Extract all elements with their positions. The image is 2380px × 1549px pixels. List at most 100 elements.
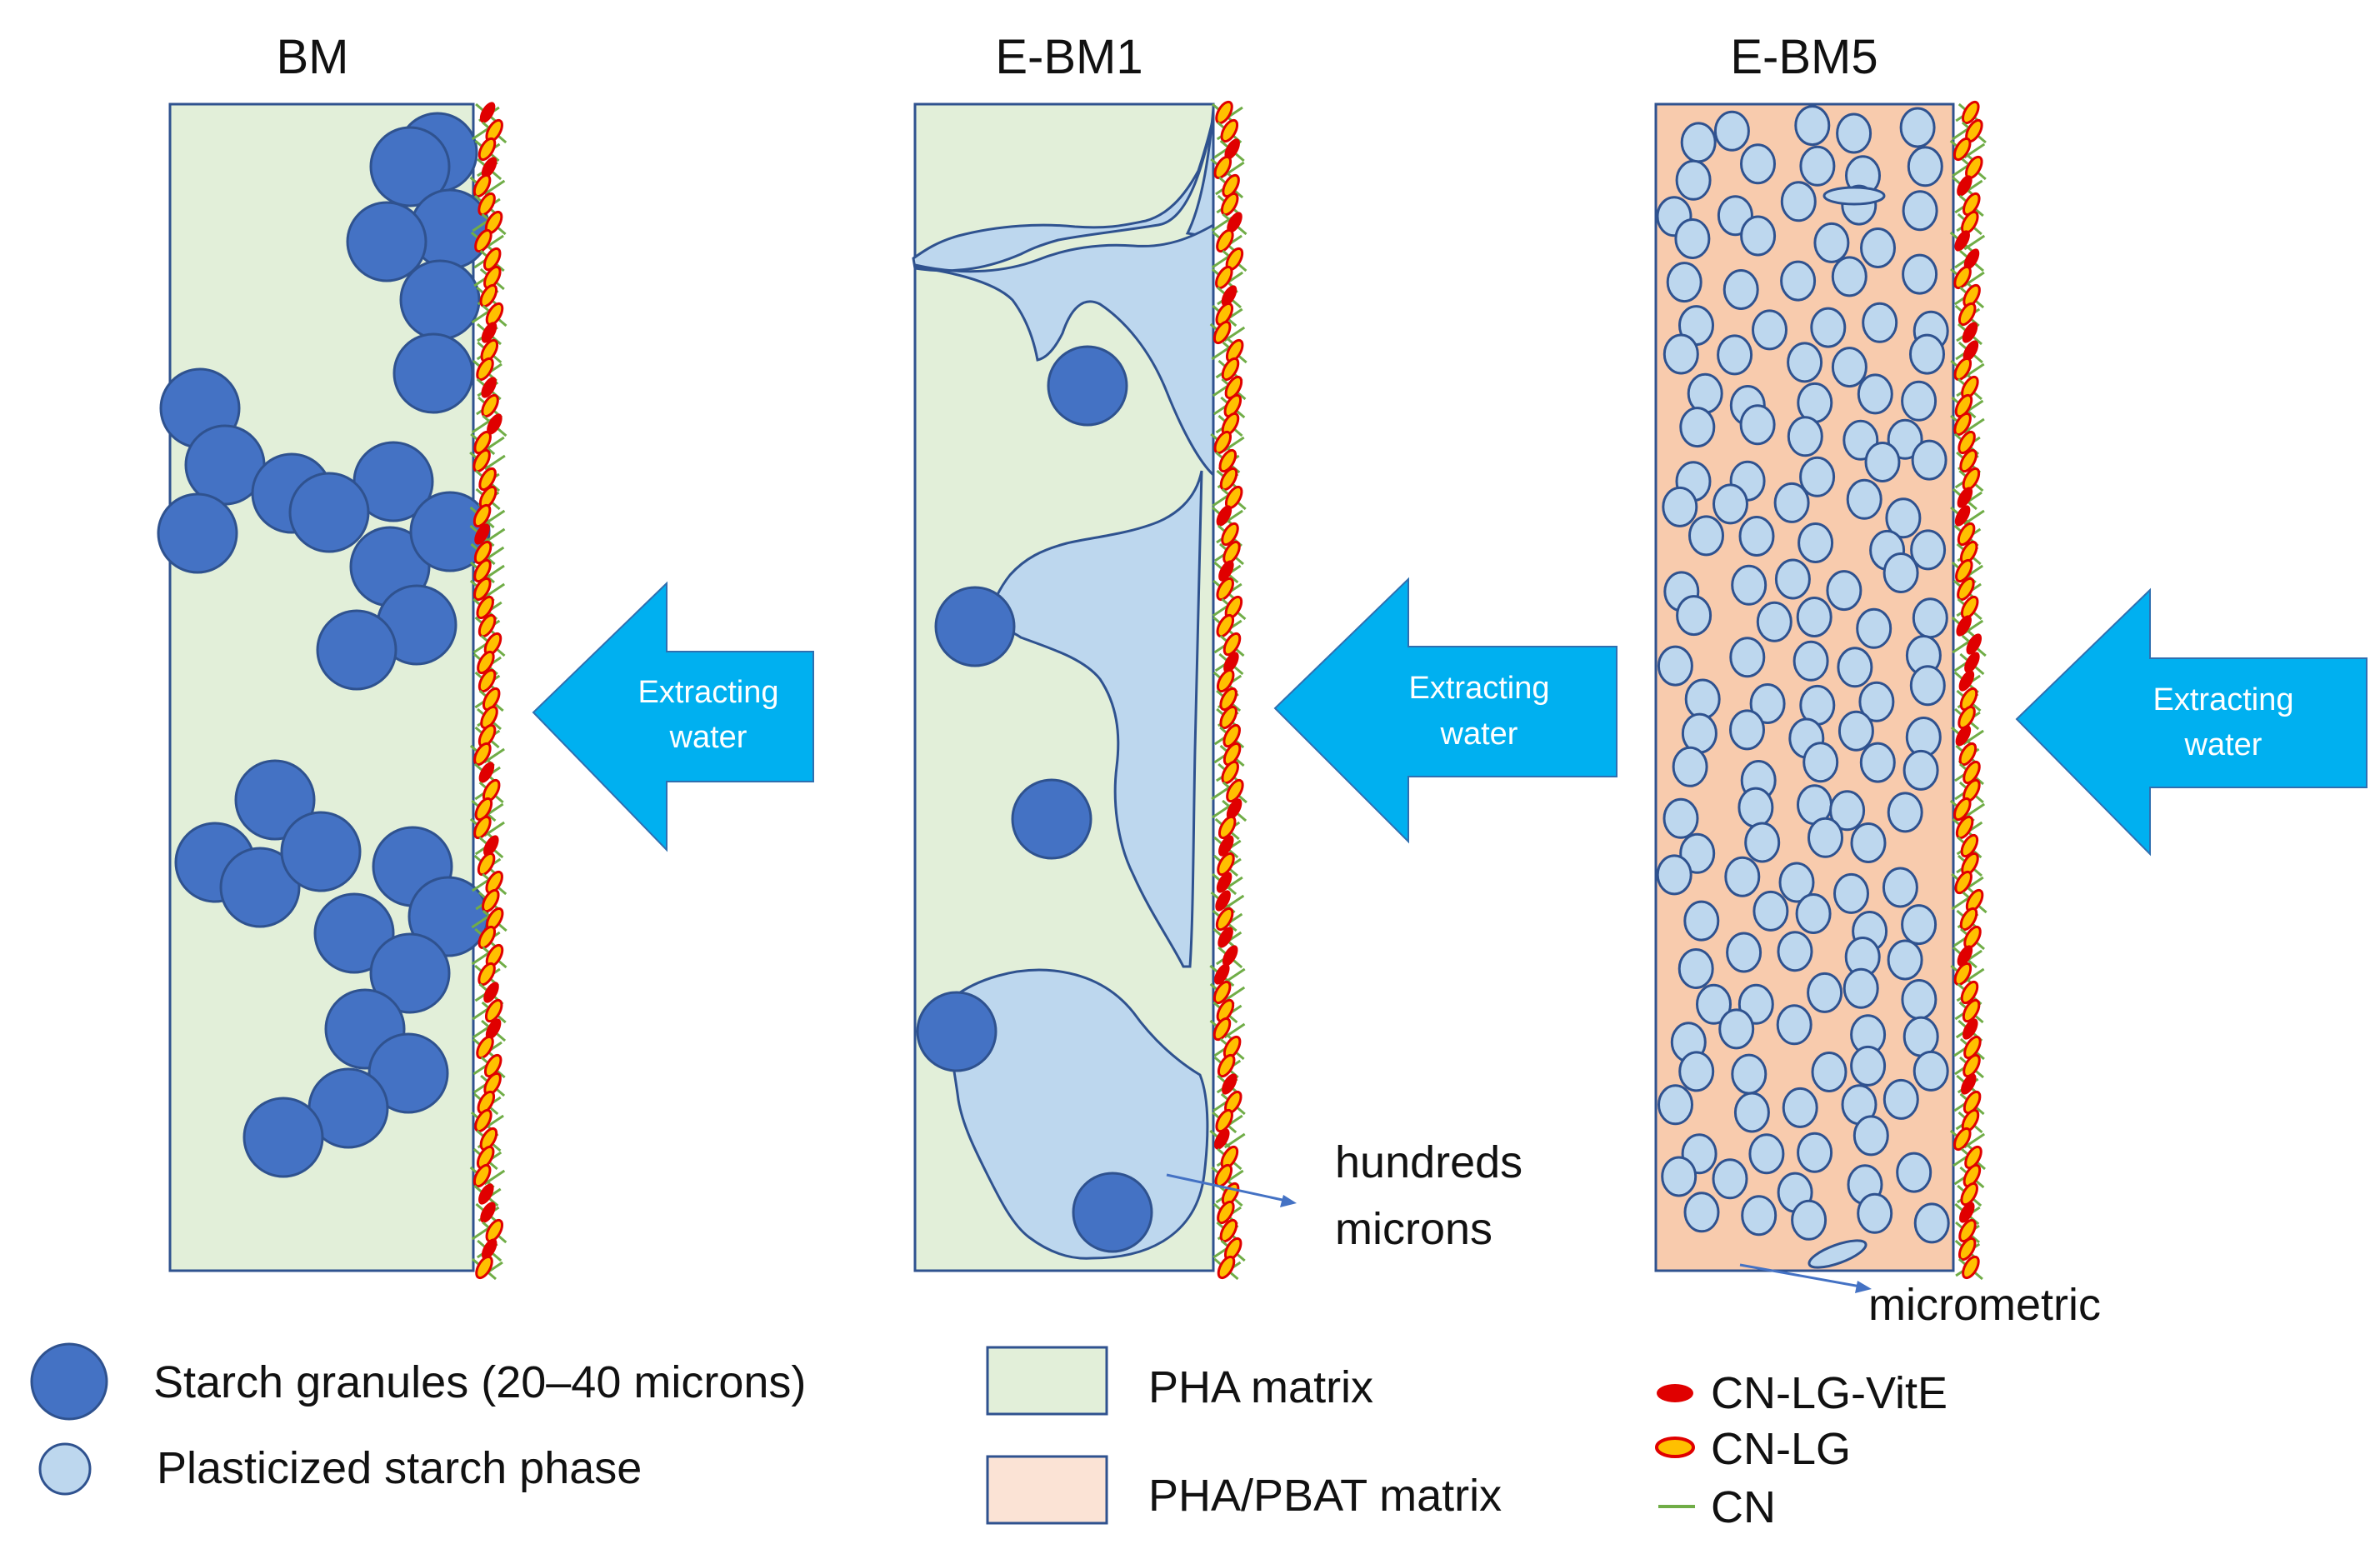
plasticized-starch-droplet [1684, 678, 1721, 720]
plasticized-starch-droplet [1901, 904, 1938, 946]
plasticized-starch-droplet [1826, 570, 1862, 612]
plasticized-starch-droplet [1780, 181, 1817, 222]
plasticized-starch-droplet [1731, 1053, 1768, 1095]
cn-lg-particle [1223, 393, 1242, 418]
cn-fiber [1223, 326, 1246, 342]
cn-fiber [471, 417, 493, 434]
plasticized-starch-droplet [1913, 1202, 1950, 1244]
plasticized-starch-droplet [1882, 552, 1919, 593]
cn-lg-vite-particle [1214, 1128, 1230, 1150]
plasticized-starch-droplet [1887, 792, 1923, 833]
plasticized-starch-droplet [1791, 1199, 1828, 1241]
cn-lg-particle [1217, 852, 1235, 877]
cn-lg-particle [1226, 778, 1244, 803]
cn-lg-vite-particle [1955, 725, 1972, 747]
plasticized-starch-droplet [1713, 110, 1750, 152]
legend-pha-matrix-swatch [986, 1346, 1108, 1416]
starch-granule [234, 759, 316, 841]
panel-bm [157, 102, 508, 1281]
cn-fiber [1963, 802, 1986, 819]
cn-lg-particle [485, 1218, 504, 1243]
cn-lg-vite-particle [1962, 322, 1978, 343]
cn-lg-particle [472, 503, 492, 528]
plasticized-starch-droplet [1658, 1084, 1693, 1126]
plasticized-starch-droplet [1799, 145, 1836, 187]
cn-lg-particle [1216, 668, 1235, 693]
cn-lg-vite-particle [1954, 505, 1971, 527]
plasticized-starch-droplet [1887, 939, 1923, 981]
panel-title-ebm5: E-BM5 [1730, 30, 1878, 84]
cn-lg-vite-particle [483, 982, 499, 1003]
starch-granule [316, 609, 398, 691]
cn-lg-particle [1960, 833, 1979, 858]
cn-lg-particle [1217, 1200, 1235, 1225]
starch-granules-group-bm [157, 112, 491, 1178]
cn-lg-vite-particle [1218, 835, 1234, 857]
cn-lg-particle [1212, 320, 1232, 345]
starch-granule [157, 492, 238, 574]
plasticized-starch-droplet [1738, 516, 1775, 557]
cn-lg-particle [1222, 742, 1242, 767]
panel-title-bm: BM [277, 30, 349, 84]
plasticized-starch-droplet [1712, 1158, 1748, 1200]
cn-lg-particle [1213, 155, 1232, 180]
plasticized-starch-droplet [1912, 597, 1948, 639]
cn-lg-vite-particle [485, 1018, 502, 1040]
plasticized-starch-droplet [1688, 515, 1724, 557]
plasticized-starch-droplet-elongated [1822, 186, 1886, 206]
cn-lg-particle [479, 1127, 498, 1152]
cn-lg-vite-particle [1216, 505, 1232, 527]
legend-cn-lg-swatch [1655, 1437, 1695, 1458]
starch-granule [1072, 1172, 1153, 1253]
cn-lg-particle [1962, 1053, 1981, 1078]
cn-lg-particle [1221, 522, 1239, 547]
cn-fiber [483, 582, 506, 599]
plasticized-starch-droplet [1831, 347, 1868, 388]
starch-granule [369, 932, 451, 1014]
cn-lg-particle [1216, 577, 1234, 602]
cn-lg-particle [1222, 723, 1241, 748]
plasticized-starch-droplet [1858, 681, 1895, 722]
cn-lg-particle [482, 687, 501, 712]
cn-lg-particle [1962, 192, 1981, 217]
plasticized-starch-droplet [1907, 146, 1943, 187]
plasticized-starch-region-2 [913, 222, 1215, 478]
panel-title-ebm1: E-BM1 [995, 30, 1142, 84]
cn-lg-vite-particle [1956, 615, 1972, 637]
cn-lg-vite-particle [1958, 670, 1975, 692]
cn-lg-particle [1962, 1163, 1982, 1188]
starch-granule [1047, 345, 1128, 427]
cn-fiber [482, 436, 505, 452]
starch-granule [219, 847, 301, 928]
plasticized-starch-droplet [1899, 107, 1936, 148]
plasticized-starch-droplet [1749, 683, 1786, 724]
cn-fiber [1223, 986, 1246, 1002]
cn-fiber [1963, 271, 1985, 287]
cn-lg-particle [1958, 1237, 1977, 1262]
plasticized-starch-droplet [1857, 373, 1893, 415]
plasticized-starch-droplet [1792, 640, 1829, 682]
arrow-1-label-line2: water [669, 720, 748, 755]
plasticized-starch-droplet [1787, 342, 1823, 383]
plasticized-starch-droplet [1909, 665, 1946, 707]
plasticized-starch-droplet [1683, 1192, 1720, 1233]
arrow-3-label-line1: Extracting [2153, 682, 2294, 717]
cn-lg-particle [480, 705, 498, 730]
cn-lg-vite-particle [1963, 248, 1980, 270]
cn-lg-particle [1216, 228, 1234, 253]
plasticized-starch-droplet [1882, 1078, 1919, 1120]
plasticized-starch-droplet [1833, 872, 1869, 914]
plasticized-starch-droplet [1774, 558, 1811, 600]
plasticized-starch-droplet [1910, 529, 1947, 571]
cn-lg-vite-particle [1966, 633, 1982, 655]
plasticized-starch-droplet-elongated [1808, 1239, 1868, 1269]
cn-lg-particle [1216, 613, 1235, 638]
plasticized-starch-droplet [1807, 972, 1843, 1013]
cn-lg-particle [1221, 357, 1240, 382]
plasticized-starch-droplet [1887, 418, 1923, 460]
starch-granule [1011, 778, 1092, 860]
cn-lg-particle [475, 1255, 493, 1280]
plasticized-starch-droplet [1831, 256, 1868, 297]
cn-lg-particle [1217, 1255, 1236, 1280]
cn-lg-particle [1960, 980, 1979, 1005]
